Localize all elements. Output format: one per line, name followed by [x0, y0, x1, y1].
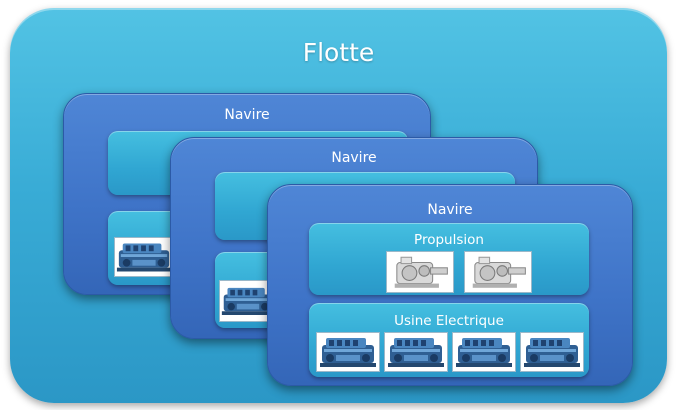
ship-1-label: Navire: [224, 107, 270, 123]
diesel-generator-icon: [316, 332, 380, 372]
propulsion-label: Propulsion: [414, 232, 484, 248]
diesel-generator-icon: [520, 332, 584, 372]
gearbox-icon: [464, 251, 532, 293]
propulsion-panel: Propulsion: [309, 223, 589, 295]
gearbox-icon: [386, 251, 454, 293]
diesel-generator-icon: [452, 332, 516, 372]
fleet-title: Flotte: [302, 38, 375, 67]
power-plant-label: Usine Electrique: [394, 313, 504, 329]
diesel-generator-icon: [384, 332, 448, 372]
ship-3: Navire Propulsion Usine Electrique: [267, 184, 633, 386]
ship-3-label: Navire: [427, 202, 473, 218]
diesel-generator-icon: [114, 237, 174, 277]
power-plant-panel: Usine Electrique: [309, 303, 589, 377]
ship-2-label: Navire: [331, 150, 377, 166]
